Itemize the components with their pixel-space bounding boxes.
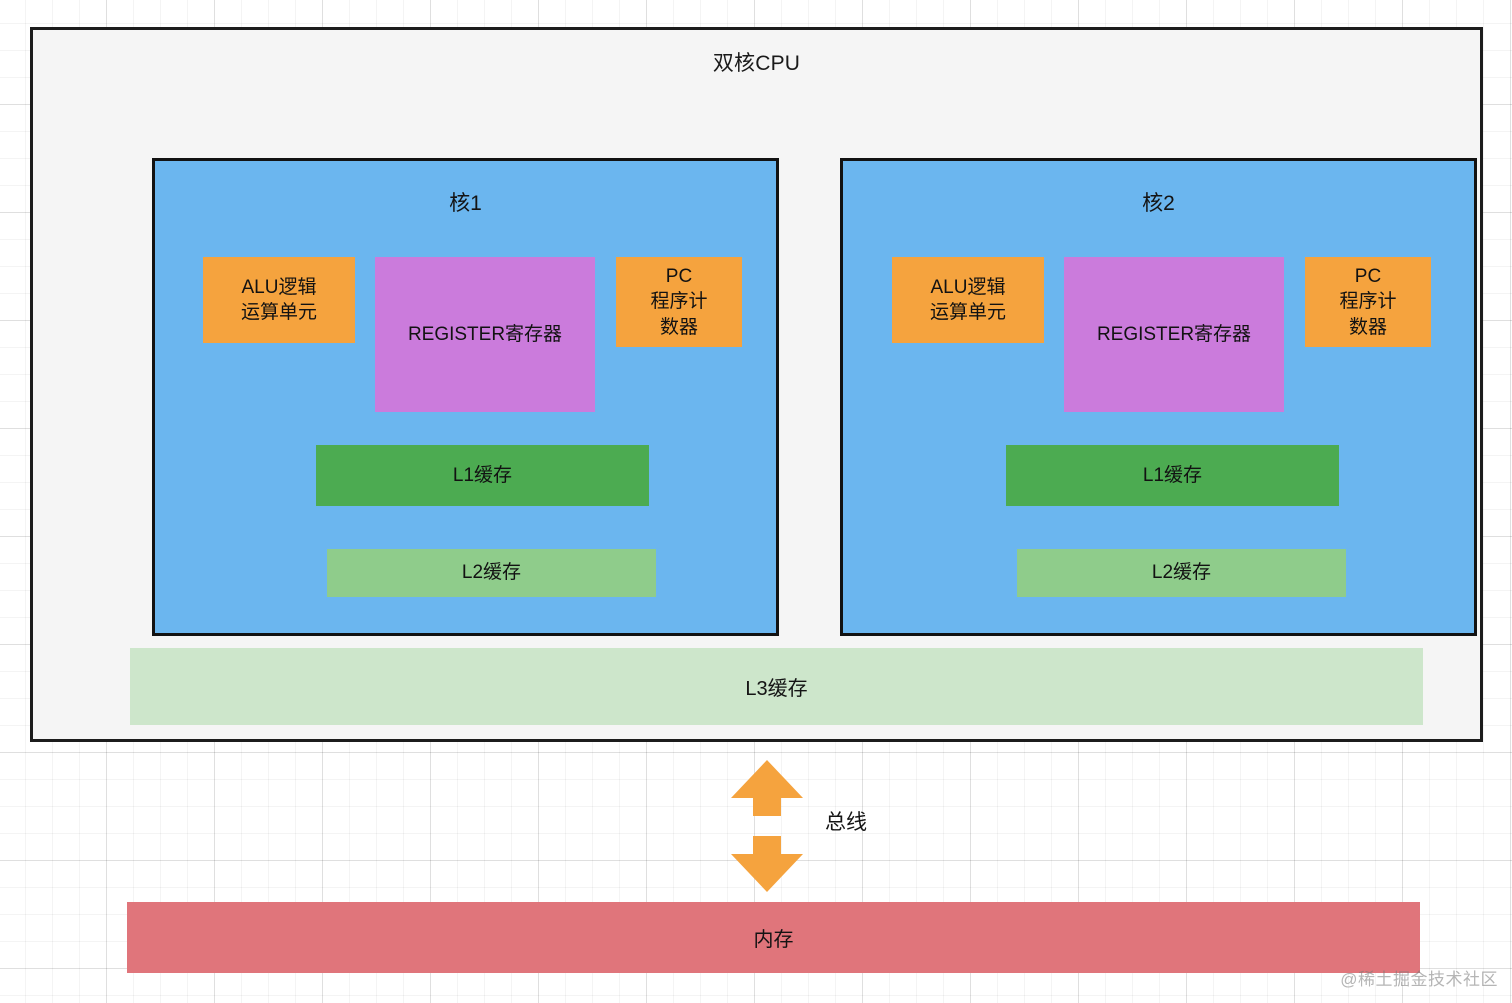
bus-arrow-down-head: [731, 836, 803, 892]
core-1-l1-cache: L1缓存: [316, 445, 649, 506]
bus-arrow-up-head: [731, 760, 803, 816]
core-2-pc-line-1: PC: [1354, 266, 1382, 288]
core-2-pc-unit: PC 程序计 数器: [1305, 257, 1431, 347]
core-1-title: 核1: [449, 192, 482, 215]
memory-box: 内存: [127, 902, 1420, 973]
core-2-l1-cache: L1缓存: [1006, 445, 1339, 506]
core-2-pc-line-3: 数器: [1348, 316, 1387, 338]
bus-arrow-icon: [731, 760, 803, 892]
core-2-alu-unit: ALU逻辑 运算单元: [892, 257, 1044, 343]
core-1-box: 核1 ALU逻辑 运算单元 REGISTER寄存器 PC 程序计 数器 L1缓存…: [152, 158, 779, 636]
core-1-alu-unit: ALU逻辑 运算单元: [203, 257, 355, 343]
core-1-pc-line-3: 数器: [659, 316, 698, 338]
core-1-alu-line-1: ALU逻辑: [241, 276, 317, 298]
core-1-pc-line-2: 程序计: [650, 291, 708, 313]
core-1-register-unit: REGISTER寄存器: [375, 257, 595, 412]
core-2-pc-line-2: 程序计: [1339, 291, 1397, 313]
core-2-register-unit: REGISTER寄存器: [1064, 257, 1284, 412]
core-2-l2-cache: L2缓存: [1017, 549, 1346, 597]
core-1-alu-line-2: 运算单元: [240, 302, 317, 323]
cpu-title: 双核CPU: [712, 52, 801, 75]
core-2-alu-line-1: ALU逻辑: [930, 276, 1006, 298]
core-1-pc-line-1: PC: [665, 266, 693, 288]
bus-label: 总线: [825, 811, 867, 834]
core-2-box: 核2 ALU逻辑 运算单元 REGISTER寄存器 PC 程序计 数器 L1缓存…: [840, 158, 1477, 636]
core-2-title: 核2: [1142, 192, 1175, 215]
core-2-alu-line-2: 运算单元: [929, 302, 1006, 323]
cpu-container: 双核CPU 核1 ALU逻辑 运算单元 REGISTER寄存器 PC 程序计 数…: [30, 27, 1483, 742]
core-1-l2-cache: L2缓存: [327, 549, 656, 597]
l3-cache-box: L3缓存: [130, 648, 1423, 725]
core-1-pc-unit: PC 程序计 数器: [616, 257, 742, 347]
